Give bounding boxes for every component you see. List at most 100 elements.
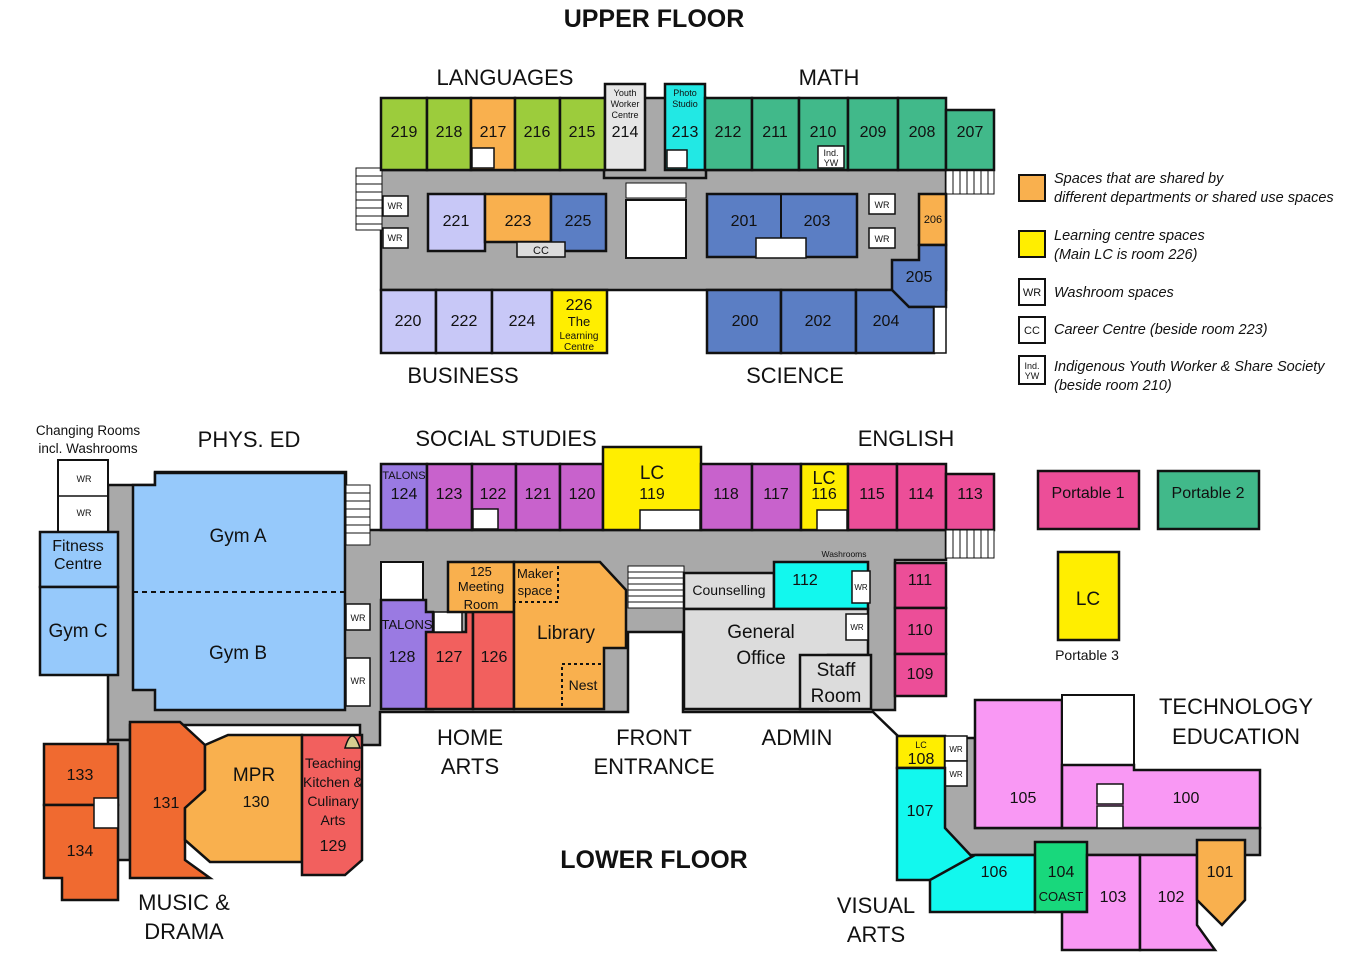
room-129[interactable] (300, 733, 364, 877)
room-208-label: 208 (909, 124, 936, 141)
room-210-label: 210 (810, 124, 837, 141)
room-105-label: 105 (1010, 790, 1037, 807)
upper-washroom-1-label: WR (388, 201, 403, 211)
languages-label: LANGUAGES (437, 65, 574, 90)
gym-b-label: Gym B (209, 643, 267, 664)
room-101[interactable] (1195, 838, 1247, 927)
nest[interactable] (561, 663, 605, 710)
room-114[interactable] (895, 462, 948, 532)
mpr-130[interactable] (183, 733, 304, 864)
room-104[interactable] (1033, 840, 1089, 914)
room-209[interactable] (846, 96, 900, 172)
room-105[interactable] (973, 698, 1064, 830)
upper-washroom-2[interactable] (382, 227, 409, 249)
legend-cc-swatch (1018, 316, 1046, 344)
room-218[interactable] (425, 96, 473, 172)
staff-room-label-2: Room (811, 686, 862, 707)
room-111[interactable] (893, 561, 948, 610)
makerspace-label-2: space (518, 583, 553, 598)
room-217-label: 217 (480, 124, 507, 141)
upper-center-stairs (625, 182, 687, 199)
room-205-label: 205 (906, 269, 933, 286)
room-209-label: 209 (860, 124, 887, 141)
science-prep-room (755, 237, 807, 259)
room-125-meeting[interactable] (446, 560, 516, 614)
room-124[interactable] (379, 462, 429, 532)
portable-3[interactable] (1056, 550, 1121, 642)
room-117-label: 117 (763, 486, 789, 503)
career-centre[interactable] (516, 241, 566, 258)
room-212[interactable] (703, 96, 754, 172)
room-124-label: 124 (391, 486, 418, 503)
home-arts-label-2: ARTS (441, 754, 499, 779)
counselling[interactable] (682, 571, 776, 611)
room-102-label: 102 (1158, 889, 1185, 906)
legend-washroom-swatch (1018, 278, 1046, 306)
portable-3-lc: LC (1076, 589, 1100, 610)
upper-washroom-3[interactable] (868, 193, 896, 215)
gym-washroom-2[interactable] (345, 657, 371, 707)
upper-atrium (625, 199, 687, 259)
room-110[interactable] (893, 606, 948, 656)
general-office-label-2: Office (736, 648, 785, 669)
room-226-sub-2: Learning (560, 331, 599, 342)
gym-c[interactable] (38, 585, 120, 677)
admin-washroom-2[interactable] (845, 613, 869, 641)
portable-2[interactable] (1156, 469, 1261, 531)
room-106[interactable] (928, 853, 1037, 914)
room-225[interactable] (549, 192, 608, 253)
room-100[interactable] (1060, 763, 1262, 830)
room-213-closet (666, 149, 688, 169)
room-206-label: 206 (924, 214, 942, 226)
admin-washroom-1[interactable] (851, 570, 871, 604)
library[interactable] (512, 560, 628, 711)
room-120[interactable] (558, 462, 605, 532)
room-207[interactable] (944, 108, 996, 172)
upper-west-stairs (355, 167, 383, 231)
room-203-label: 203 (804, 213, 831, 230)
fitness-label-1: Fitness (52, 538, 104, 555)
room-126[interactable] (471, 598, 516, 711)
room-123[interactable] (425, 462, 474, 532)
room-118[interactable] (699, 462, 754, 532)
ind-label: Ind. (823, 148, 838, 158)
room-216[interactable] (513, 96, 562, 172)
upper-east-stairs (945, 169, 995, 195)
legend-learning-line-1: Learning centre spaces (1054, 228, 1205, 244)
coast-label: COAST (1039, 889, 1084, 904)
upper-washroom-1[interactable] (382, 195, 409, 217)
fitness-centre[interactable] (38, 530, 120, 589)
room-217-closet (471, 147, 495, 169)
room-122-label: 122 (480, 486, 507, 503)
staff-room[interactable] (798, 653, 873, 711)
gym-a-b[interactable] (131, 471, 347, 712)
legend-learning-swatch (1018, 230, 1046, 258)
room-218-label: 218 (436, 124, 463, 141)
room-117[interactable] (750, 462, 803, 532)
room-222[interactable] (434, 288, 494, 355)
front-entrance-label-2: ENTRANCE (593, 754, 714, 779)
room-215-label: 215 (569, 124, 596, 141)
room-128[interactable] (379, 598, 435, 711)
mpr-label: MPR (233, 765, 275, 786)
room-202[interactable] (779, 288, 858, 355)
room-206[interactable] (917, 192, 948, 247)
upper-washroom-4[interactable] (868, 227, 896, 249)
portable-1[interactable] (1036, 469, 1141, 531)
room-200[interactable] (705, 288, 783, 355)
room-200-label: 200 (732, 313, 759, 330)
room-109[interactable] (893, 652, 948, 698)
room-131-label: 131 (153, 795, 180, 812)
legend-ind-swatch-label-1: Ind. (1024, 361, 1039, 371)
room-204-label: 204 (873, 313, 900, 330)
room-108-label: 108 (908, 751, 935, 768)
gym-washroom-1[interactable] (345, 603, 371, 631)
room-115[interactable] (846, 462, 899, 532)
indigenous-youth-worker-room[interactable] (817, 145, 845, 169)
room-219[interactable] (379, 96, 429, 172)
room-127-label: 127 (436, 649, 463, 666)
changing-wr-2: WR (77, 508, 92, 518)
business-label: BUSINESS (407, 363, 518, 388)
room-214[interactable] (603, 82, 647, 172)
room-226[interactable] (550, 288, 609, 355)
